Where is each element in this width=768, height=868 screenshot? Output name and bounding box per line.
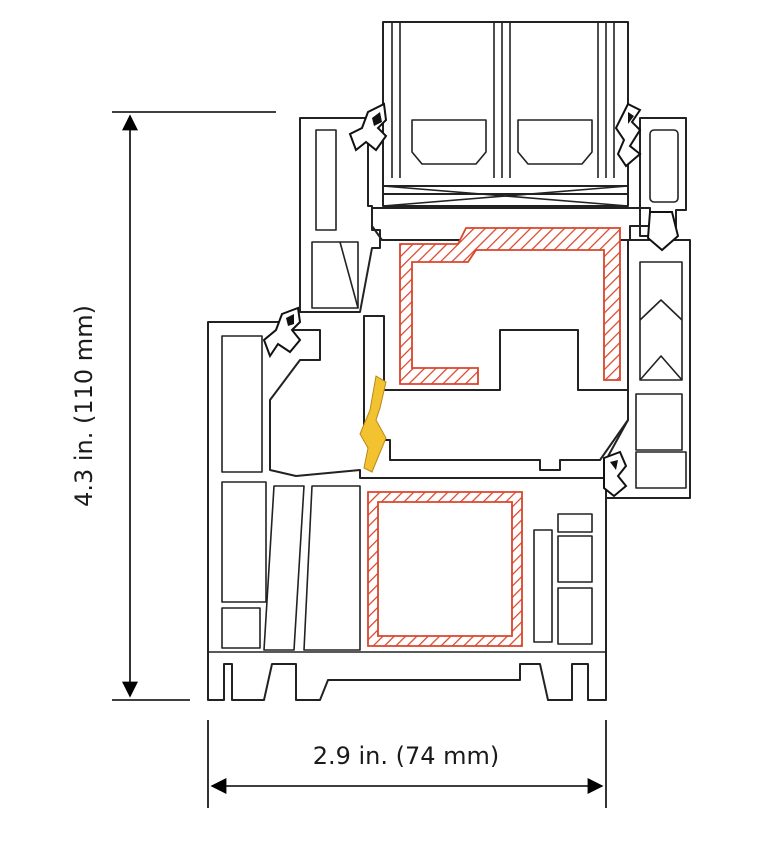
insulated-glass-unit [382, 21, 629, 207]
sash-chamber [311, 241, 359, 309]
center-seal [359, 375, 387, 473]
frame-profile [207, 321, 607, 701]
height-dimension: 4.3 in. (110 mm) [70, 111, 276, 701]
gasket-glazing-outer [348, 102, 388, 152]
spacer-right [517, 119, 593, 165]
width-dimension: 2.9 in. (74 mm) [207, 720, 607, 808]
frame-chamber [263, 485, 305, 651]
frame-chamber [221, 607, 261, 649]
frame-chamber [533, 529, 553, 643]
steel-reinforcement-sash [399, 227, 621, 385]
steel-reinforcement-frame [367, 491, 523, 647]
glazing-bead [649, 129, 679, 203]
frame-chamber [221, 335, 263, 473]
width-label: 2.9 in. (74 mm) [313, 742, 500, 770]
setting-block [382, 185, 629, 207]
sash-chamber [635, 451, 687, 489]
sash-chamber [635, 393, 683, 451]
spacer-left [411, 119, 487, 165]
frame-chamber [557, 535, 593, 583]
sash-profile [299, 117, 691, 499]
frame-chamber [557, 587, 593, 645]
gasket-frame-outer [262, 306, 302, 359]
height-label: 4.3 in. (110 mm) [70, 305, 98, 507]
frame-chamber [303, 485, 361, 651]
sash-chamber [315, 129, 337, 231]
frame-chamber [221, 481, 267, 603]
gasket-sash-inner [646, 211, 680, 252]
gasket-frame-inner [603, 450, 628, 498]
gasket-glazing-inner [614, 102, 642, 168]
sash-chamber [639, 261, 683, 381]
frame-chamber [557, 513, 593, 533]
